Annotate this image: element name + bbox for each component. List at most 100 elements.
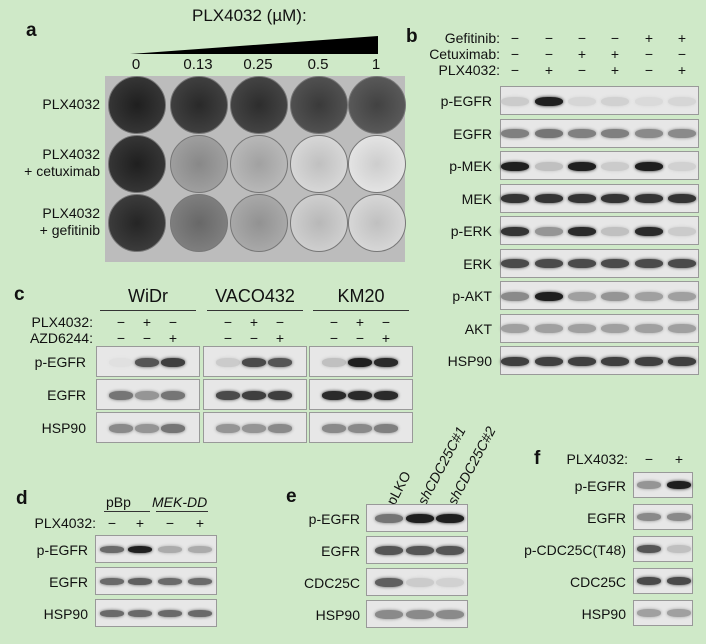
protein-band — [100, 609, 124, 617]
treatment-sign: − — [249, 330, 259, 346]
protein-band — [375, 609, 403, 619]
protein-band — [568, 96, 596, 106]
protein-band — [601, 161, 629, 171]
cell-line-label: WiDr — [128, 286, 168, 306]
treatment-sign: + — [249, 314, 259, 330]
colony-dish — [290, 194, 348, 252]
protein-band — [535, 259, 563, 268]
protein-band — [601, 259, 629, 268]
panel-a-title: PLX4032 (µM): — [192, 6, 307, 25]
protein-band — [635, 324, 663, 333]
dish-row-label: + gefitinib — [39, 222, 100, 238]
treatment-sign: + — [674, 451, 684, 467]
protein-band — [568, 194, 596, 203]
blot-row-label: p-EGFR — [34, 354, 86, 370]
protein-band — [216, 390, 240, 400]
group-label: MEK-DD — [152, 494, 208, 510]
protein-band — [668, 161, 696, 171]
colony-dish — [290, 76, 348, 134]
protein-band — [535, 161, 563, 171]
treatment-label: PLX4032: — [31, 314, 94, 330]
colony-dish — [108, 194, 166, 252]
protein-band — [635, 291, 663, 301]
concentration-wedge — [130, 36, 378, 54]
cell-line-label: KM20 — [337, 286, 385, 306]
protein-band — [601, 291, 629, 301]
colony-dish — [348, 194, 406, 252]
panel-e-letter: e — [286, 486, 297, 507]
protein-band — [637, 481, 661, 489]
protein-band — [268, 423, 292, 433]
blot-strip — [500, 86, 699, 115]
treatment-label: AZD6244: — [29, 330, 93, 346]
panel-a-letter: a — [26, 20, 37, 41]
protein-band — [601, 194, 629, 203]
blot-row-label: CDC25C — [569, 574, 626, 590]
colony-dish — [290, 135, 348, 193]
protein-band — [188, 545, 212, 553]
protein-band — [374, 423, 398, 433]
protein-band — [406, 513, 434, 523]
blot-row-label: EGFR — [321, 543, 360, 559]
protein-band — [535, 226, 563, 236]
treatment-sign: − — [677, 46, 687, 62]
treatment-sign: + — [610, 46, 620, 62]
blot-strip — [500, 151, 699, 180]
blot-row-label: p-ERK — [450, 223, 492, 239]
treatment-sign: + — [677, 30, 687, 46]
protein-band — [436, 577, 464, 587]
protein-band — [501, 96, 529, 106]
colony-dish — [348, 135, 406, 193]
dish-row-label: PLX4032 — [42, 146, 100, 162]
treatment-label: PLX4032: — [438, 62, 501, 78]
protein-band — [436, 545, 464, 555]
protein-band — [100, 545, 124, 553]
protein-band — [501, 226, 529, 236]
treatment-sign: − — [329, 314, 339, 330]
cell-line-underline — [313, 310, 409, 311]
blot-strip — [500, 281, 699, 310]
protein-band — [375, 545, 403, 555]
treatment-sign: − — [165, 515, 175, 531]
group-label: pBp — [106, 494, 131, 510]
treatment-sign: − — [355, 330, 365, 346]
treatment-sign: − — [544, 46, 554, 62]
protein-band — [568, 291, 596, 301]
blot-row-label: EGFR — [47, 387, 86, 403]
protein-band — [242, 357, 266, 367]
treatment-label: Gefitinib: — [444, 30, 500, 46]
protein-band — [100, 577, 124, 585]
protein-band — [637, 609, 661, 617]
protein-band — [501, 194, 529, 203]
treatment-sign: + — [142, 314, 152, 330]
treatment-label: Cetuximab: — [429, 46, 500, 62]
colony-dish — [108, 76, 166, 134]
protein-band — [501, 324, 529, 333]
treatment-sign: + — [168, 330, 178, 346]
treatment-label: PLX4032: — [566, 451, 629, 467]
colony-dish — [230, 76, 288, 134]
blot-row-label: p-MEK — [449, 158, 492, 174]
colony-dish — [108, 135, 166, 193]
protein-band — [535, 129, 563, 138]
panel-f-letter: f — [534, 448, 541, 469]
protein-band — [375, 513, 403, 523]
protein-band — [668, 96, 696, 106]
protein-band — [268, 357, 292, 367]
protein-band — [501, 129, 529, 138]
protein-band — [535, 96, 563, 106]
protein-band — [161, 357, 185, 367]
cell-line-label: VACO432 — [215, 286, 295, 306]
protein-band — [406, 545, 434, 555]
concentration-label: 0 — [131, 56, 141, 73]
protein-band — [128, 545, 152, 553]
treatment-sign: + — [644, 30, 654, 46]
protein-band — [601, 356, 629, 366]
treatment-sign: − — [116, 330, 126, 346]
treatment-sign: − — [168, 314, 178, 330]
treatment-sign: + — [275, 330, 285, 346]
protein-band — [568, 161, 596, 171]
treatment-sign: + — [355, 314, 365, 330]
treatment-sign: − — [510, 62, 520, 78]
protein-band — [635, 259, 663, 268]
